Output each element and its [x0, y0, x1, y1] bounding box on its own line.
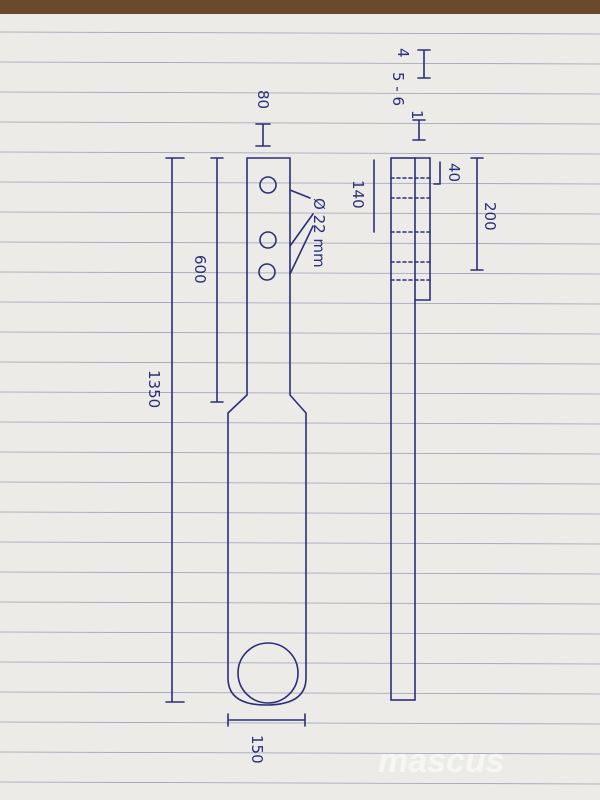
dim-200: 200	[481, 202, 499, 231]
rule-line	[0, 241, 600, 245]
ruled-lines	[0, 31, 600, 785]
rule-line	[0, 271, 600, 275]
label-5-6: 5 - 6	[389, 72, 407, 106]
rule-line	[0, 181, 600, 185]
label-1: 1	[408, 110, 426, 120]
rule-line	[0, 211, 600, 215]
upper-hole-2	[259, 231, 277, 249]
table-edge	[0, 0, 600, 18]
lower-hole	[237, 642, 299, 704]
rule-line	[0, 391, 600, 395]
dim-600: 600	[191, 255, 209, 284]
upper-hole-3	[258, 263, 276, 281]
rule-line	[0, 601, 600, 605]
upper-hole-1	[259, 176, 277, 194]
rule-line	[0, 721, 600, 725]
rule-line	[0, 91, 600, 95]
rule-line	[0, 31, 600, 35]
rule-line	[0, 781, 600, 785]
dim-80: 80	[254, 90, 272, 109]
rule-line	[0, 361, 600, 365]
dim-140: 140	[349, 180, 367, 209]
watermark-logo: mascus	[378, 742, 505, 780]
rule-line	[0, 451, 600, 455]
rule-line	[0, 421, 600, 425]
rule-line	[0, 331, 600, 335]
rule-line	[0, 571, 600, 575]
rule-line	[0, 691, 600, 695]
dim-40: 40	[445, 163, 463, 182]
rule-line	[0, 751, 600, 755]
rule-line	[0, 511, 600, 515]
rule-line	[0, 121, 600, 125]
rule-line	[0, 541, 600, 545]
rule-line	[0, 151, 600, 155]
lever-drawing	[165, 123, 314, 727]
dim-150: 150	[248, 735, 266, 764]
rule-line	[0, 61, 600, 65]
top-marks: 4 5 - 6 1	[389, 48, 431, 141]
hole-callout: Ø 22 mm	[310, 198, 328, 268]
rule-line	[0, 481, 600, 485]
dim-1350: 1350	[145, 370, 163, 408]
rule-line	[0, 301, 600, 305]
label-4: 4	[394, 48, 412, 58]
rule-line	[0, 631, 600, 635]
rule-line	[0, 661, 600, 665]
side-view-drawing	[373, 157, 484, 701]
